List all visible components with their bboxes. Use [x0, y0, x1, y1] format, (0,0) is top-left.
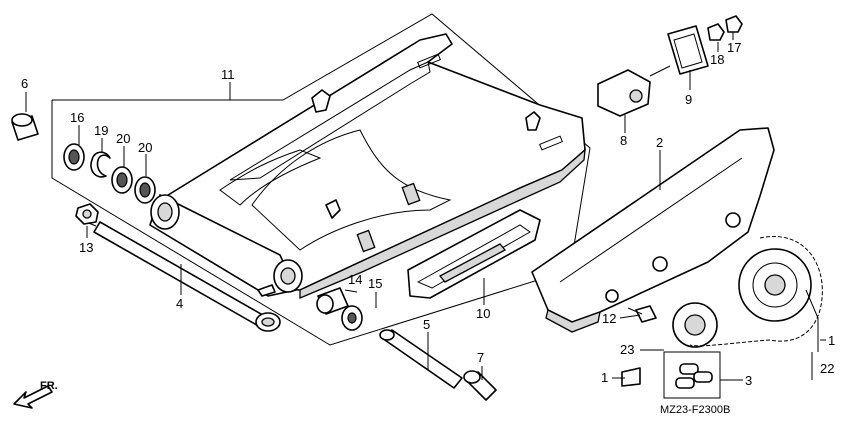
bolt-12 [627, 305, 657, 323]
callout-3: 3 [745, 373, 752, 388]
swingarm [149, 33, 586, 299]
nut-17 [725, 15, 743, 33]
collar-7 [463, 370, 497, 401]
pivot-nut [75, 203, 99, 225]
driven-sprocket [738, 248, 812, 322]
callout-8: 8 [620, 133, 627, 148]
callout-1-right: 1 [828, 333, 835, 348]
swingarm-group-outline [51, 13, 591, 346]
nut-18 [707, 23, 725, 41]
front-arrow-icon [13, 385, 53, 409]
callout-13: 13 [79, 240, 93, 255]
callout-2: 2 [656, 135, 663, 150]
callout-11: 11 [221, 67, 235, 82]
bearing-20a [111, 166, 133, 194]
collar-5 [379, 329, 463, 389]
chain-slider [407, 209, 541, 299]
circlip-19 [90, 151, 111, 178]
drive-chain [689, 236, 823, 347]
callout-17: 17 [727, 40, 741, 55]
callout-1-left: 1 [601, 370, 608, 385]
adjuster-block [597, 65, 671, 117]
bearing-20b [134, 176, 156, 204]
seal-15 [341, 305, 363, 331]
chain-case [531, 127, 775, 333]
master-link [675, 363, 713, 389]
master-link-group-box [663, 351, 721, 399]
front-direction-label: FR. [40, 380, 58, 392]
bushing-14 [316, 287, 349, 315]
bushing-6 [11, 113, 39, 141]
drive-sprocket [672, 302, 718, 348]
callout-5: 5 [423, 317, 430, 332]
callout-20a: 20 [116, 131, 130, 146]
callout-6: 6 [21, 76, 28, 91]
callout-7: 7 [477, 350, 484, 365]
bearing-16 [63, 143, 85, 171]
callout-19: 19 [94, 123, 108, 138]
callout-20b: 20 [138, 140, 152, 155]
diagram-code: MZ23-F2300B [660, 404, 730, 416]
clip-1 [621, 367, 641, 387]
callout-10: 10 [476, 306, 490, 321]
callout-22: 22 [820, 361, 834, 376]
leader-lines [25, 32, 826, 381]
callout-12: 12 [602, 311, 616, 326]
callout-16: 16 [70, 110, 84, 125]
callout-18: 18 [710, 52, 724, 67]
callout-23: 23 [620, 342, 634, 357]
callout-9: 9 [685, 92, 692, 107]
adjuster-plate [667, 25, 709, 75]
callout-4: 4 [176, 296, 183, 311]
callout-15: 15 [368, 276, 382, 291]
callout-14: 14 [348, 272, 362, 287]
